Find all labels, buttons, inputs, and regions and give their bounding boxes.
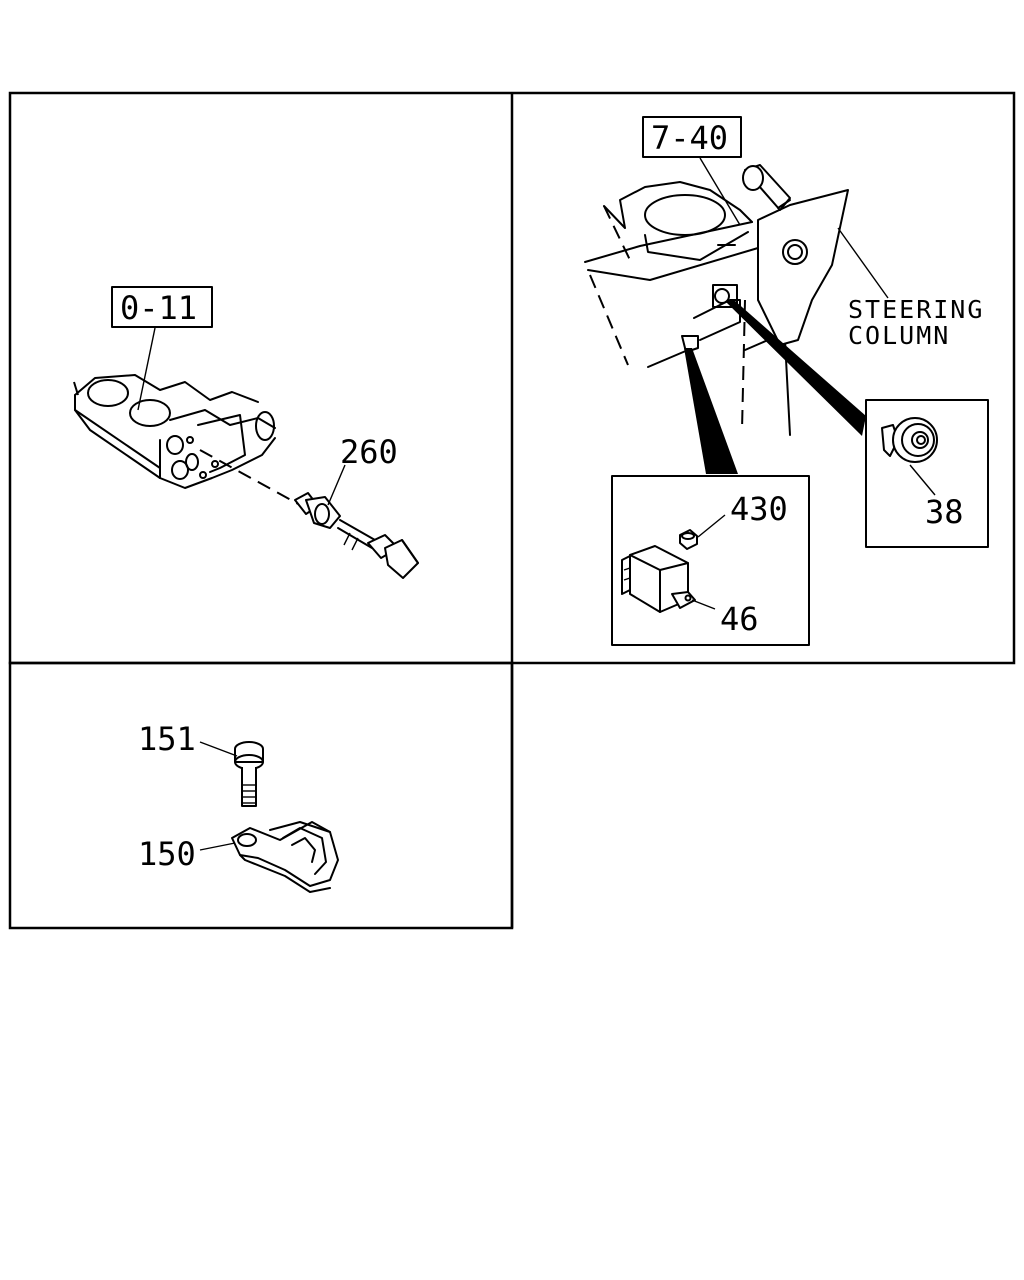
steering-column-label-2: COLUMN bbox=[848, 321, 950, 350]
steering-column-label-1: STEERING bbox=[848, 295, 984, 324]
buzzer-drawing bbox=[881, 417, 938, 463]
ref-label-steering: 7-40 bbox=[651, 119, 728, 157]
panel-steering: 7-40 bbox=[584, 116, 989, 646]
callout-46: 46 bbox=[720, 600, 759, 638]
detail-box-buzzer bbox=[865, 399, 989, 548]
ref-label-engine: 0-11 bbox=[120, 289, 197, 327]
panel-frames bbox=[8, 91, 1016, 930]
relay-drawing bbox=[621, 529, 698, 613]
callout-150: 150 bbox=[138, 835, 196, 873]
panel-bolt-clip: 151 150 bbox=[138, 720, 339, 893]
leader-wedge-buzzer bbox=[726, 300, 866, 436]
ref-box-steering bbox=[642, 116, 742, 158]
leader-wedge-relay bbox=[684, 348, 738, 474]
dashboard-drawing bbox=[584, 181, 791, 436]
callout-260: 260 bbox=[340, 433, 398, 471]
panel-engine-sensor: 0-11 bbox=[73, 286, 419, 579]
steering-column-drawing bbox=[742, 164, 849, 346]
callout-430: 430 bbox=[730, 490, 788, 528]
sensor-260-drawing bbox=[294, 492, 419, 579]
detail-box-relay bbox=[611, 475, 810, 646]
engine-block-drawing bbox=[73, 374, 276, 489]
callout-38: 38 bbox=[925, 493, 964, 531]
ref-box-engine bbox=[111, 286, 213, 328]
callout-151: 151 bbox=[138, 720, 196, 758]
bolt-151-drawing bbox=[234, 741, 264, 807]
clip-150-drawing bbox=[231, 821, 339, 893]
